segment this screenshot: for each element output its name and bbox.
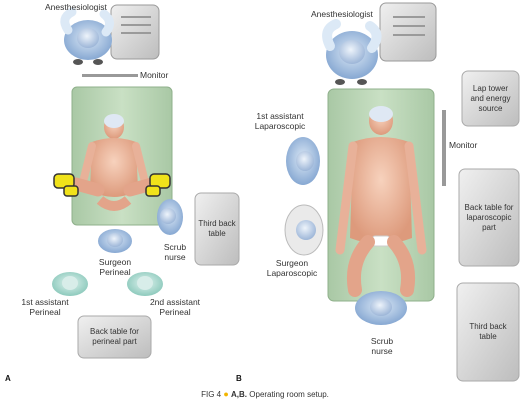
monitor-a [82,74,138,77]
stirrup-left [53,173,79,197]
third-back-table-b [456,282,520,382]
label-scrub-nurse-a: Scrub nurse [163,242,187,262]
label-scrub-nurse-b: Scrub nurse [370,336,394,356]
label-back-table-perineal: Back table for perineal part [90,327,139,346]
caption-text: Operating room setup. [249,390,329,399]
anesthesiologist-figure-b [322,19,382,85]
anesthesia-machine-b [379,2,437,62]
figure-caption: FIG 4 ● A,B. Operating room setup. [0,389,530,399]
scrub-nurse-figure-b [355,291,407,325]
label-anesthesiologist-a: Anesthesiologist [45,2,107,12]
caption-panels: A,B. [231,390,248,399]
third-back-table-a [194,192,240,266]
surgeon-laparoscopic-figure [284,204,324,256]
panel-letter-b: B [236,374,242,383]
label-second-assistant-perineal: 2nd assistant Perineal [149,297,201,317]
anesthesiologist-figure-a [60,7,114,65]
label-monitor-a: Monitor [140,70,169,80]
label-back-table-laparoscopic: Back table for laparoscopic part [464,202,514,232]
panel-a [52,4,240,359]
surgeon-perineal-figure [98,229,132,253]
scrub-nurse-figure-a [157,199,183,235]
caption-fig-number: FIG 4 [201,390,222,399]
stirrup-right [145,173,171,197]
label-surgeon-laparoscopic: Surgeon Laparoscopic [266,258,318,278]
caption-bullet-icon: ● [223,389,229,399]
patient-supine [335,106,427,297]
panel-letter-a: A [5,374,11,383]
label-anesthesiologist-b: Anesthesiologist [311,9,373,19]
lap-tower [461,70,520,127]
panel-b [284,2,520,382]
label-third-back-table-b: Third back table [469,322,507,341]
label-first-assistant-laparoscopic: 1st assistant Laparoscopic [254,111,306,131]
back-table-laparoscopic [458,168,520,267]
label-first-assistant-perineal: 1st assistant Perineal [21,297,69,317]
back-table-perineal [77,315,152,359]
monitor-b [442,110,446,186]
first-assistant-laparoscopic-figure [286,137,320,185]
first-assistant-perineal-figure [52,272,88,296]
patient-lithotomy [69,114,159,211]
anesthesia-machine-a [110,4,160,60]
label-monitor-b: Monitor [449,140,478,150]
label-lap-tower: Lap tower and energy source [470,83,511,113]
second-assistant-perineal-figure [127,272,163,296]
label-third-back-table-a: Third back table [198,219,236,238]
label-surgeon-perineal: Surgeon Perineal [98,257,132,277]
